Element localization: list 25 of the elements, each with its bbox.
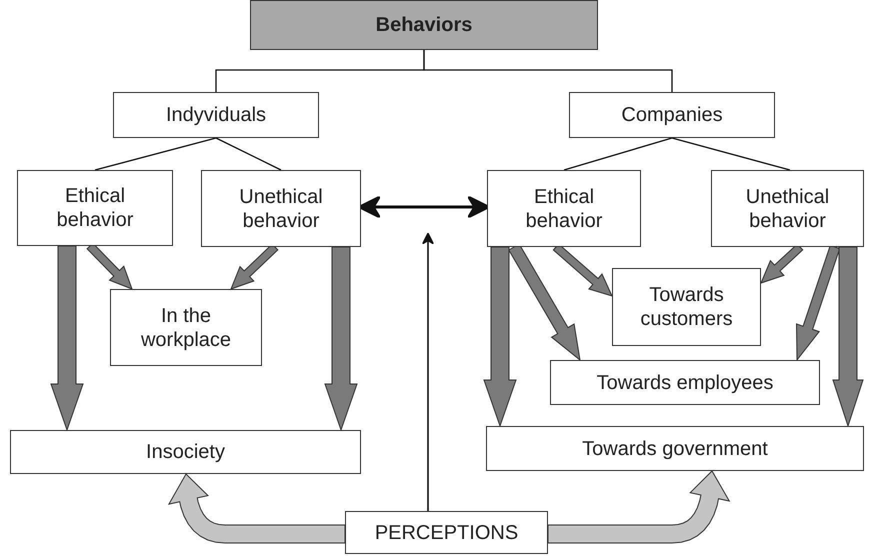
connector-line [423,50,673,92]
block-arrow [324,246,358,432]
block-arrow [483,246,517,428]
text-box: Towards employees [550,360,820,405]
block-arrow [168,473,346,544]
block-arrow [832,246,864,428]
text-box: Companies [569,92,775,138]
text-box: Unethical behavior [711,170,864,247]
text-box: In the workplace [110,289,262,366]
text-box: Towards government [486,426,864,471]
connector-line [94,137,216,171]
text-box: PERCEPTIONS [345,511,548,554]
block-arrow [796,244,840,362]
text-box: Ethical behavior [17,170,173,246]
title-box: Behaviors [250,0,598,50]
text-box: Ethical behavior [487,170,641,247]
block-arrow [50,246,84,432]
connector-line [672,137,790,171]
text-box: Insociety [10,430,361,474]
text-box: Unethical behavior [201,170,361,247]
connector-line [216,137,282,171]
text-box: Towards customers [612,268,761,346]
text-box: Indyviduals [113,92,319,138]
arrow [422,232,434,511]
connector-line [564,137,672,171]
